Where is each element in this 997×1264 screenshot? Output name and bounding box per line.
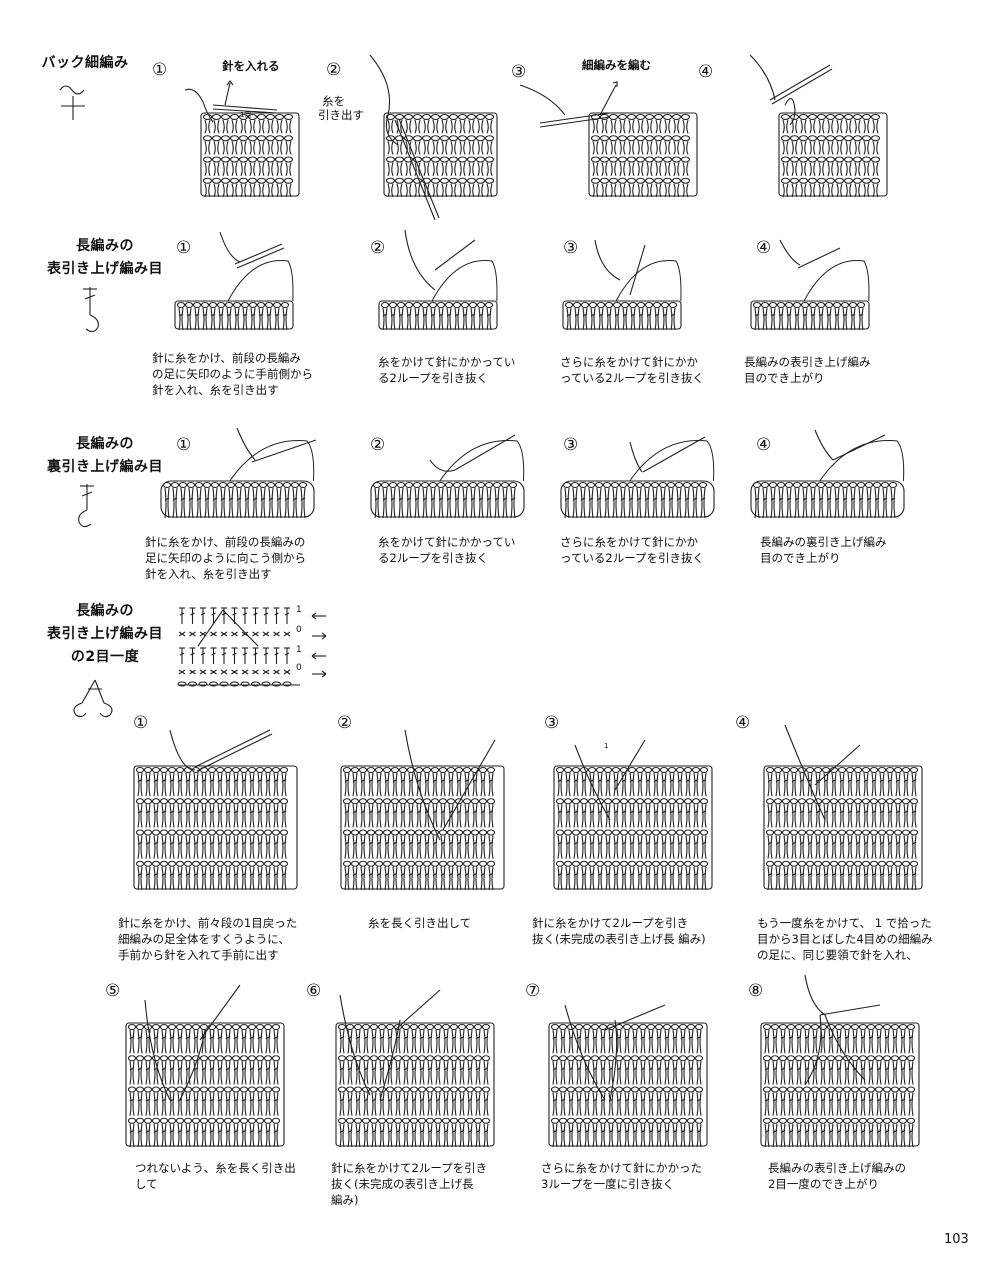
hook-illustration-2 — [365, 55, 445, 225]
fpdc2tog-title-3: の2目一度 — [50, 646, 160, 668]
bpdc-title-2: 裏引き上げ編み目 — [40, 456, 170, 478]
back-sc-symbol-icon — [55, 80, 95, 125]
fpdc2tog-step-6: ⑥ — [306, 983, 321, 1000]
fpdc2tog-step-5: ⑤ — [105, 983, 120, 1000]
chart-marker-1: 1 — [296, 605, 302, 615]
hook-fpdc2tog-7 — [565, 1000, 675, 1110]
fpdc2tog-caption-1: 針に糸をかけ、前々段の1目戻った 細編みの足全体をすくうように、 手前から針を入… — [118, 915, 297, 963]
bpdc-caption-4: 長編みの裏引き上げ編み 目のでき上がり — [760, 534, 887, 566]
fpdc2tog-caption-5: つれないよう、糸を長く引き出 して — [135, 1160, 296, 1192]
label-pull-yarn-2: 引き出す — [318, 108, 364, 122]
label-insert-hook: 針を入れる — [222, 59, 280, 73]
hook-bpdc-4 — [815, 430, 895, 480]
fpdc2tog-caption-3: 針に糸をかけて2ループを引き 抜く(未完成の表引き上げ長 編み) — [532, 915, 706, 947]
fpdc2tog-step-2: ② — [337, 715, 352, 732]
page-number: 103 — [944, 1232, 969, 1247]
hook-fpdc2tog-4 — [780, 725, 870, 835]
hook-bpdc-3 — [625, 432, 715, 482]
hook-fpdc-4 — [780, 240, 860, 310]
bpdc-step-2: ② — [370, 437, 385, 454]
hook-fpdc2tog-1 — [165, 725, 275, 805]
fpdc-step-1: ① — [176, 240, 191, 257]
bpdc-symbol-icon — [72, 482, 102, 530]
hook-bpdc-1 — [232, 428, 322, 478]
fpdc2tog-step-7: ⑦ — [525, 983, 540, 1000]
fpdc-symbol-icon — [75, 285, 105, 335]
fpdc-title-1: 長編みの — [50, 235, 160, 257]
bpdc-step-3: ③ — [563, 437, 578, 454]
fpdc-title-2: 表引き上げ編み目 — [40, 258, 170, 280]
hook-bpdc-2 — [430, 430, 520, 480]
bpdc-step-1: ① — [176, 437, 191, 454]
bpdc-caption-3: さらに糸をかけて針にかか っている2ループを引き抜く — [560, 534, 704, 566]
back-sc-step-4: ④ — [698, 64, 713, 81]
hook-fpdc2tog-2 — [395, 730, 505, 860]
chart-marker-1b: 1 — [296, 645, 302, 655]
bpdc-illustration-4 — [750, 480, 905, 518]
fpdc-step-2: ② — [370, 240, 385, 257]
bpdc-title-1: 長編みの — [50, 433, 160, 455]
hook-fpdc2tog-5 — [140, 980, 250, 1110]
bpdc-illustration-3 — [560, 480, 715, 518]
back-sc-step-1: ① — [152, 62, 167, 79]
hook-fpdc-3 — [590, 240, 660, 310]
hook-illustration-3 — [520, 75, 650, 135]
bpdc-caption-2: 糸をかけて針にかかってい る2ループを引き抜く — [378, 534, 515, 566]
back-sc-title: バック細編み — [30, 52, 140, 74]
fpdc2tog-caption-4: もう一度糸をかけて、 1 で拾った 目から3目とばした4目めの細編み の足に、同… — [757, 915, 933, 963]
fpdc-caption-3: さらに糸をかけて針にかか っている2ループを引き抜く — [560, 354, 704, 386]
fpdc2tog-title-1: 長編みの — [50, 600, 160, 622]
fpdc2tog-caption-7: さらに糸をかけて針にかかった 3ループを一度に引き抜く — [541, 1160, 702, 1192]
chart-marker-0: 0 — [296, 625, 302, 635]
hook-fpdc-2 — [400, 230, 480, 310]
back-sc-step-2: ② — [326, 62, 341, 79]
chart-marker-0b: 0 — [296, 663, 302, 673]
hook-illustration-4 — [750, 55, 850, 125]
fpdc-caption-1: 針に糸をかけ、前段の長編み の足に矢印のように手前側から 針を入れ、糸を引き出す — [152, 350, 313, 398]
fpdc2tog-caption-2: 糸を長く引き出して — [368, 915, 471, 931]
fpdc2tog-step-4: ④ — [735, 715, 750, 732]
hook-illustration-1 — [185, 75, 285, 135]
bpdc-step-4: ④ — [756, 437, 771, 454]
fpdc2tog-step-1: ① — [133, 715, 148, 732]
hook-fpdc2tog-3 — [570, 735, 670, 835]
fpdc2tog-step-3: ③ — [544, 715, 559, 732]
fpdc-illustration-1 — [174, 300, 294, 330]
fpdc2tog-caption-6: 針に糸をかけて2ループを引き 抜く(未完成の表引き上げ長 編み) — [331, 1160, 487, 1208]
label-pull-yarn-1: 糸を — [322, 94, 345, 108]
fpdc-caption-4: 長編みの表引き上げ編み 目のでき上がり — [744, 354, 871, 386]
bpdc-illustration-2 — [370, 480, 525, 518]
hook-fpdc2tog-8 — [790, 975, 890, 1095]
fpdc2tog-step-8: ⑧ — [748, 983, 763, 1000]
bpdc-caption-1: 針に糸をかけ、前段の長編みの 足に矢印のように向こう側から 針を入れ、糸を引き出… — [145, 534, 306, 582]
label-work-sc: 細編みを編む — [582, 58, 651, 72]
bpdc-illustration-1 — [160, 480, 315, 518]
fpdc2tog-title-2: 表引き上げ編み目 — [35, 623, 175, 645]
fpdc2tog-symbol-chart — [178, 600, 338, 692]
fpdc2tog-symbol-icon — [70, 675, 120, 720]
hook-fpdc2tog-6 — [340, 990, 450, 1110]
fpdc-step-3: ③ — [563, 240, 578, 257]
fpdc2tog-caption-8: 長編みの表引き上げ編みの 2目一度のでき上がり — [768, 1160, 906, 1192]
fpdc-step-4: ④ — [756, 240, 771, 257]
hook-fpdc-1 — [210, 232, 290, 292]
fpdc-caption-2: 糸をかけて針にかかってい る2ループを引き抜く — [378, 354, 515, 386]
